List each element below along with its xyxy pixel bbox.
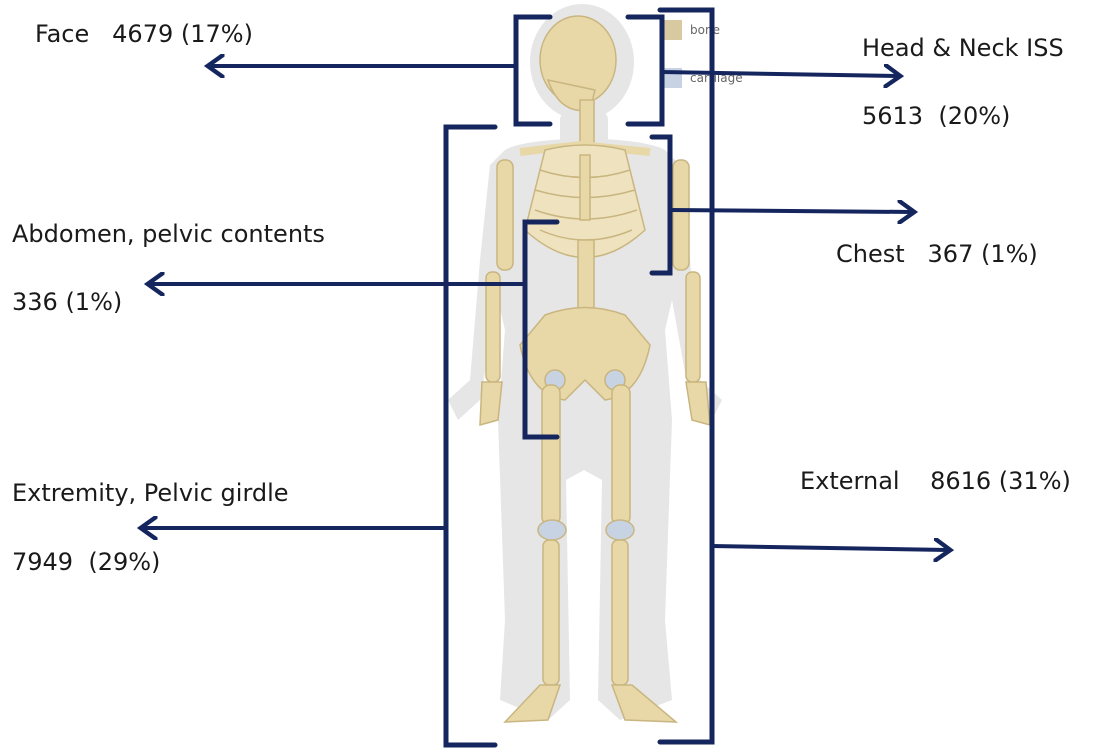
external-label: External 8616 (31%)	[800, 469, 1071, 493]
bone-legend-label: bone	[690, 23, 720, 37]
tibia-left	[543, 540, 559, 685]
bone-swatch	[664, 20, 682, 40]
hand-right	[686, 382, 710, 425]
bone-legend: bone cartilage	[664, 20, 743, 88]
face-label: Face 4679 (17%)	[35, 22, 253, 46]
knee-right	[606, 520, 634, 540]
chest-arrow	[670, 210, 912, 212]
head-neck-title: Head & Neck ISS	[862, 36, 1064, 60]
femur-left	[542, 385, 560, 525]
forearm-left	[486, 272, 500, 382]
femur-right	[612, 385, 630, 525]
sternum	[580, 155, 590, 220]
extremity-value: 7949 (29%)	[12, 550, 160, 574]
tibia-right	[612, 540, 628, 685]
chest-label: Chest 367 (1%)	[836, 242, 1038, 266]
humerus-right	[673, 160, 689, 270]
cervical-spine	[580, 100, 594, 145]
hand-left	[480, 382, 502, 425]
humerus-left	[497, 160, 513, 270]
knee-left	[538, 520, 566, 540]
abdomen-value: 336 (1%)	[12, 290, 122, 314]
external-arrow	[712, 546, 948, 550]
abdomen-title: Abdomen, pelvic contents	[12, 222, 325, 246]
head-neck-value: 5613 (20%)	[862, 104, 1010, 128]
forearm-right	[686, 272, 700, 382]
extremity-title: Extremity, Pelvic girdle	[12, 481, 289, 505]
